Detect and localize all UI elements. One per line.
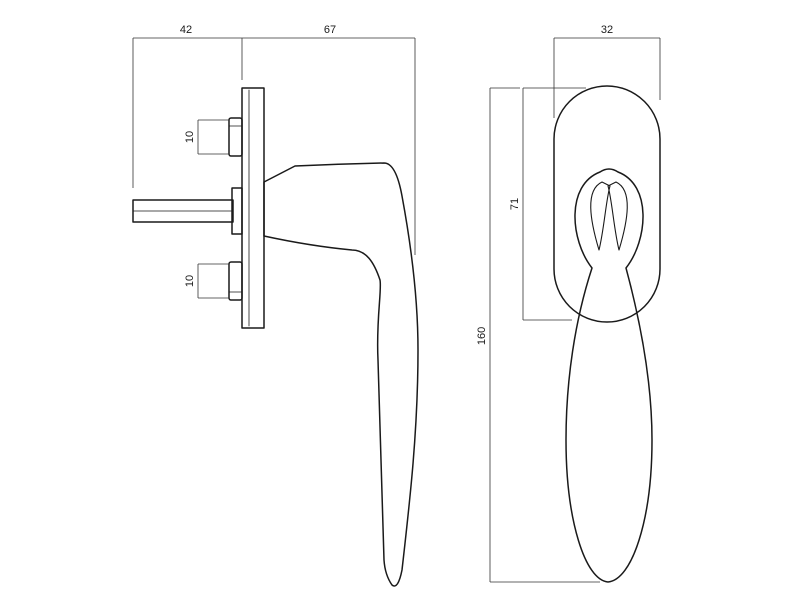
spindle bbox=[132, 199, 234, 223]
dim-label-screw-lower: 10 bbox=[184, 275, 196, 287]
dim-label-projection: 67 bbox=[324, 24, 336, 36]
dim-label-spindle: 42 bbox=[180, 24, 192, 36]
front-view bbox=[553, 85, 661, 583]
dimension-lines bbox=[132, 37, 661, 583]
dim-label-total-length: 160 bbox=[476, 327, 488, 345]
lower-screw bbox=[228, 261, 243, 301]
dim-label-screw-upper: 10 bbox=[184, 131, 196, 143]
lever-side-profile bbox=[263, 162, 419, 587]
lever-front bbox=[565, 168, 653, 583]
side-view bbox=[132, 87, 419, 587]
upper-screw bbox=[228, 117, 243, 157]
rose-plate-front bbox=[553, 85, 661, 323]
dim-label-rose-width: 32 bbox=[601, 24, 613, 36]
rose-plate-side bbox=[241, 87, 265, 329]
dim-label-rose-height: 71 bbox=[509, 198, 521, 210]
